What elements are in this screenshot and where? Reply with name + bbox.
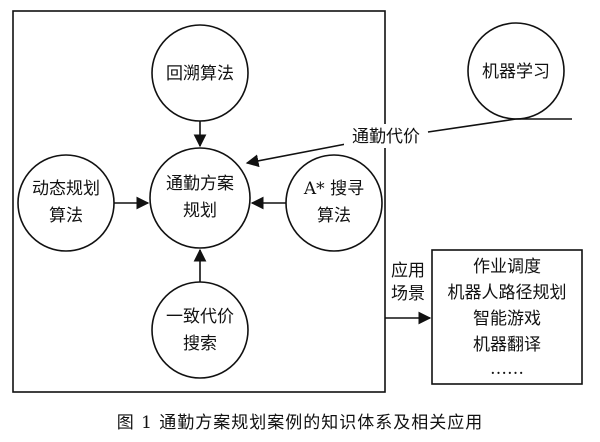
node-backtracking-label: 回溯算法 [166, 64, 234, 84]
node-astar: A* 搜寻 算法 [285, 154, 383, 252]
node-center-line2: 规划 [183, 201, 217, 221]
node-dp-line1: 动态规划 [32, 179, 100, 199]
node-backtracking: 回溯算法 [151, 24, 249, 122]
application-item: 作业调度 [473, 257, 541, 277]
commute-cost-label: 通勤代价 [352, 127, 420, 147]
application-item-ellipsis: …… [490, 359, 524, 379]
figure-caption: 图 1 通勤方案规划案例的知识体系及相关应用 [117, 413, 484, 433]
application-label-line2: 场景 [391, 284, 425, 304]
node-dp-line2: 算法 [49, 206, 83, 226]
application-item: 机器人路径规划 [448, 283, 567, 303]
application-item: 机器翻译 [473, 335, 541, 355]
node-ml-label: 机器学习 [482, 62, 550, 82]
node-ucs-line2: 搜索 [183, 334, 217, 354]
node-commute-planning: 通勤方案 规划 [149, 147, 251, 249]
application-label-line1: 应用 [391, 261, 425, 281]
node-consistent-cost: 一致代价 搜索 [151, 281, 249, 379]
knowledge-system-frame [12, 10, 386, 393]
commute-cost-label-bg [344, 124, 426, 148]
node-astar-line2: 算法 [317, 206, 351, 226]
node-astar-line1: A* 搜寻 [303, 179, 364, 199]
ml-leader-line [427, 118, 517, 133]
arrow-commute-cost-to-center [245, 143, 347, 168]
node-center-line1: 通勤方案 [166, 174, 234, 194]
applications-box [431, 249, 583, 385]
application-item: 智能游戏 [473, 309, 541, 329]
node-dynamic-programming: 动态规划 算法 [17, 154, 115, 252]
node-machine-learning: 机器学习 [467, 22, 565, 120]
node-ucs-line1: 一致代价 [166, 307, 234, 327]
